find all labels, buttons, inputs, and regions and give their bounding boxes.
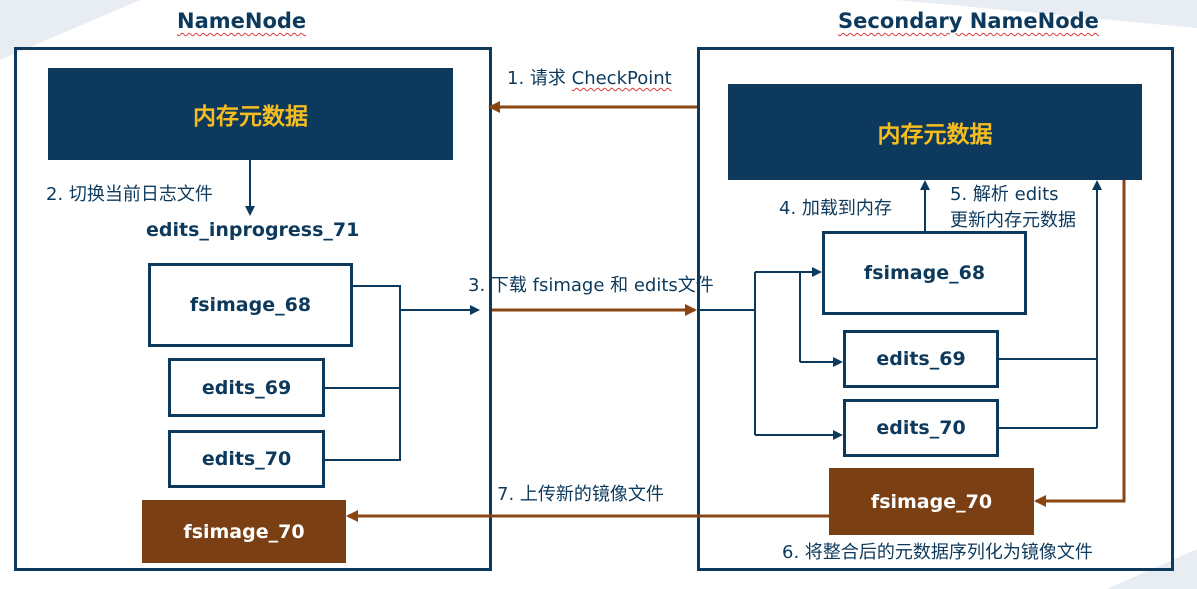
step5-label-line2: 更新内存元数据 xyxy=(950,210,1076,231)
step2-label: 2. 切换当前日志文件 xyxy=(46,184,213,205)
namenode-fsimage-70: fsimage_70 xyxy=(142,500,346,563)
decor-corner-top-right xyxy=(897,0,1197,28)
namenode-bracket xyxy=(325,285,401,461)
step6-arrow xyxy=(1034,180,1126,507)
secondary-memory-metadata: 内存元数据 xyxy=(728,84,1142,180)
secondary-edits-69: edits_69 xyxy=(843,330,999,388)
secondary-fsimage-68: fsimage_68 xyxy=(822,231,1027,315)
step1-prefix: 1. 请求 xyxy=(507,68,572,89)
step1-label: 1. 请求 CheckPoint xyxy=(507,68,672,90)
step5-label-line1: 5. 解析 edits xyxy=(950,184,1059,205)
step7-label: 7. 上传新的镜像文件 xyxy=(497,484,664,505)
step3-label: 3. 下载 fsimage 和 edits文件 xyxy=(468,275,714,296)
step1-checkpoint: CheckPoint xyxy=(571,68,672,89)
namenode-title: NameNode xyxy=(177,9,307,33)
step6-label: 6. 将整合后的元数据序列化为镜像文件 xyxy=(782,542,1093,563)
namenode-edits-69: edits_69 xyxy=(168,358,325,417)
secondary-edits-70: edits_70 xyxy=(843,399,999,457)
edits-inprogress-label: edits_inprogress_71 xyxy=(146,219,360,241)
decor-corner-top-left xyxy=(0,0,140,60)
namenode-fsimage-68: fsimage_68 xyxy=(148,263,353,347)
namenode-memory-metadata: 内存元数据 xyxy=(48,68,453,160)
step4-label: 4. 加载到内存 xyxy=(779,198,892,219)
namenode-panel xyxy=(14,47,492,571)
namenode-edits-70: edits_70 xyxy=(168,430,325,488)
secondary-namenode-title: Secondary NameNode xyxy=(838,9,1099,33)
secondary-fsimage-70: fsimage_70 xyxy=(829,468,1034,535)
